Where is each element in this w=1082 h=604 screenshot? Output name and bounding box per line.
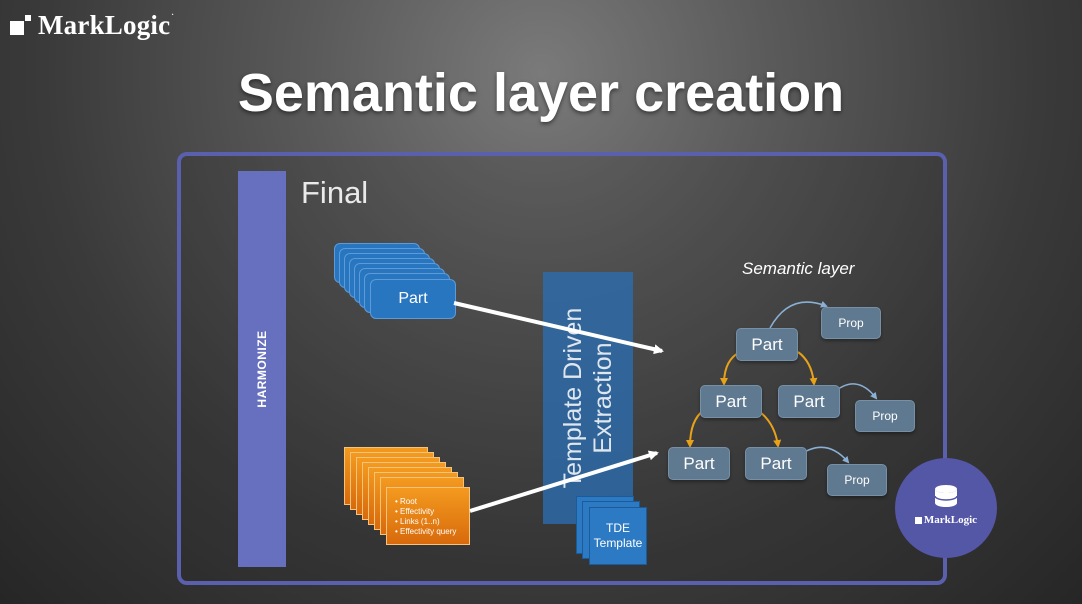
graph-part-node: Part: [745, 447, 807, 480]
page-title: Semantic layer creation: [237, 63, 845, 123]
graph-part-label: Part: [715, 391, 747, 411]
logo-mark: ·: [171, 10, 175, 19]
tde-template-line1: TDE: [606, 521, 630, 535]
marklogic-logo-icon: [10, 14, 32, 37]
source-part-card: Part: [370, 279, 456, 319]
harmonize-bar: HARMONIZE: [238, 171, 286, 567]
source-doc-item: Effectivity: [395, 507, 469, 517]
graph-prop-node: Prop: [821, 307, 881, 339]
marklogic-badge: MarkLogic: [895, 458, 997, 558]
hierarchy-arrow: [797, 351, 818, 386]
graph-part-label: Part: [793, 391, 825, 411]
graph-part-node: Part: [668, 447, 730, 480]
property-arrow: [769, 300, 828, 329]
graph-part-label: Part: [683, 453, 715, 473]
marklogic-logo-icon: [914, 517, 922, 524]
badge-logo: MarkLogic: [895, 514, 997, 526]
graph-part-node: Part: [736, 328, 798, 361]
logo-text: MarkLogic: [38, 10, 171, 40]
source-doc-item: Root: [395, 497, 469, 507]
graph-part-label: Part: [751, 334, 783, 354]
graph-prop-node: Prop: [827, 464, 887, 496]
source-doc-item: Effectivity query: [395, 527, 469, 537]
source-part-label: Part: [398, 290, 428, 307]
graph-prop-label: Prop: [844, 473, 870, 487]
database-icon: [934, 485, 958, 507]
graph-part-label: Part: [760, 453, 792, 473]
graph-prop-label: Prop: [838, 316, 864, 330]
graph-part-node: Part: [700, 385, 762, 418]
graph-part-node: Part: [778, 385, 840, 418]
source-doc-list: Root Effectivity Links (1..n) Effectivit…: [387, 488, 469, 537]
extraction-arrow: [453, 301, 664, 355]
graph-prop-node: Prop: [855, 400, 915, 432]
badge-logo-text: MarkLogic: [923, 514, 978, 526]
source-doc-item: Links (1..n): [395, 517, 469, 527]
tde-template-line2: Template: [593, 536, 643, 550]
final-label: Final: [301, 175, 369, 210]
hierarchy-arrow: [759, 411, 782, 448]
tde-template-card: TDE Template: [589, 507, 647, 565]
marklogic-logo: MarkLogic·: [10, 10, 174, 41]
semantic-layer-label: Semantic layer: [742, 259, 855, 278]
graph-prop-label: Prop: [872, 409, 898, 423]
extraction-arrow: [469, 450, 659, 513]
source-doc-card: Root Effectivity Links (1..n) Effectivit…: [386, 487, 470, 545]
